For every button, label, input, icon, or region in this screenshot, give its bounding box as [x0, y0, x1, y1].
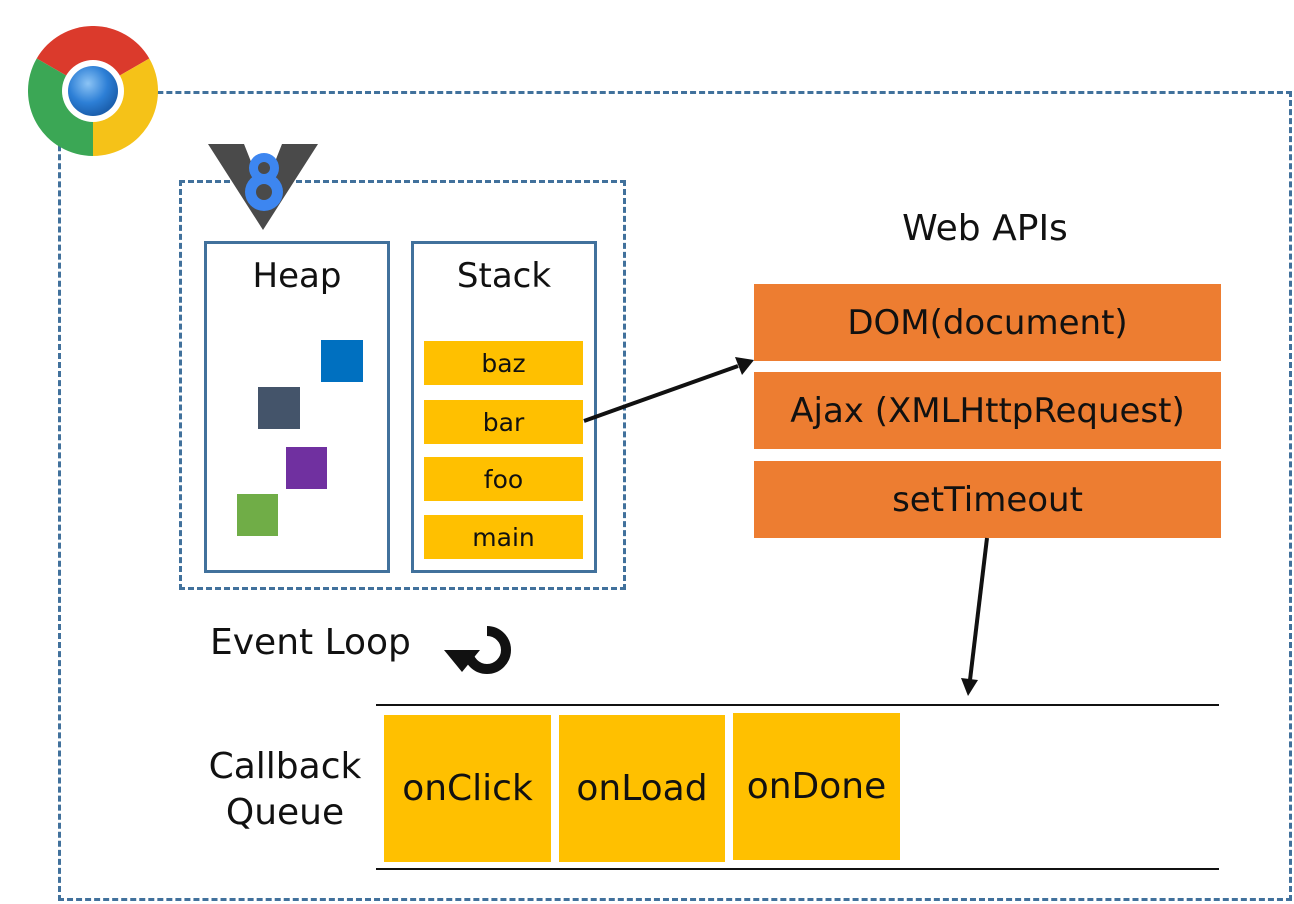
- heap-object: [321, 340, 363, 382]
- web-apis-title: Web APIs: [902, 208, 1068, 249]
- settimeout-to-queue-arrow: [961, 537, 989, 696]
- web-api-item: setTimeout: [754, 461, 1221, 538]
- v8-engine-frame: [179, 180, 626, 590]
- event-loop-label: Event Loop: [210, 622, 411, 663]
- callback-item: onDone: [733, 713, 900, 860]
- callback-item: onClick: [384, 715, 551, 862]
- v8-logo-icon: [208, 144, 318, 230]
- heap-panel: Heap: [204, 241, 390, 573]
- heap-title: Heap: [252, 256, 342, 296]
- callback-item: onLoad: [559, 715, 725, 862]
- stack-frame: bar: [424, 400, 583, 444]
- stack-frame: foo: [424, 457, 583, 501]
- heap-object: [258, 387, 300, 429]
- web-api-item: Ajax (XMLHttpRequest): [754, 372, 1221, 449]
- stack-title: Stack: [456, 256, 552, 296]
- queue-top-line: [376, 704, 1219, 706]
- loop-arrow-icon: [444, 626, 511, 674]
- bar-to-dom-arrow: [583, 357, 754, 423]
- callback-queue-label-line1: Callback: [208, 746, 362, 787]
- callback-queue-label-line2: Queue: [225, 792, 345, 833]
- callback-queue-label: Callback Queue: [208, 744, 362, 836]
- heap-object: [237, 494, 278, 536]
- web-api-item: DOM(document): [754, 284, 1221, 361]
- browser-frame: [58, 91, 1292, 901]
- queue-bottom-line: [376, 868, 1219, 870]
- stack-frame: baz: [424, 341, 583, 385]
- stack-frame: main: [424, 515, 583, 559]
- chrome-logo-icon: [28, 26, 158, 156]
- heap-object: [286, 447, 327, 489]
